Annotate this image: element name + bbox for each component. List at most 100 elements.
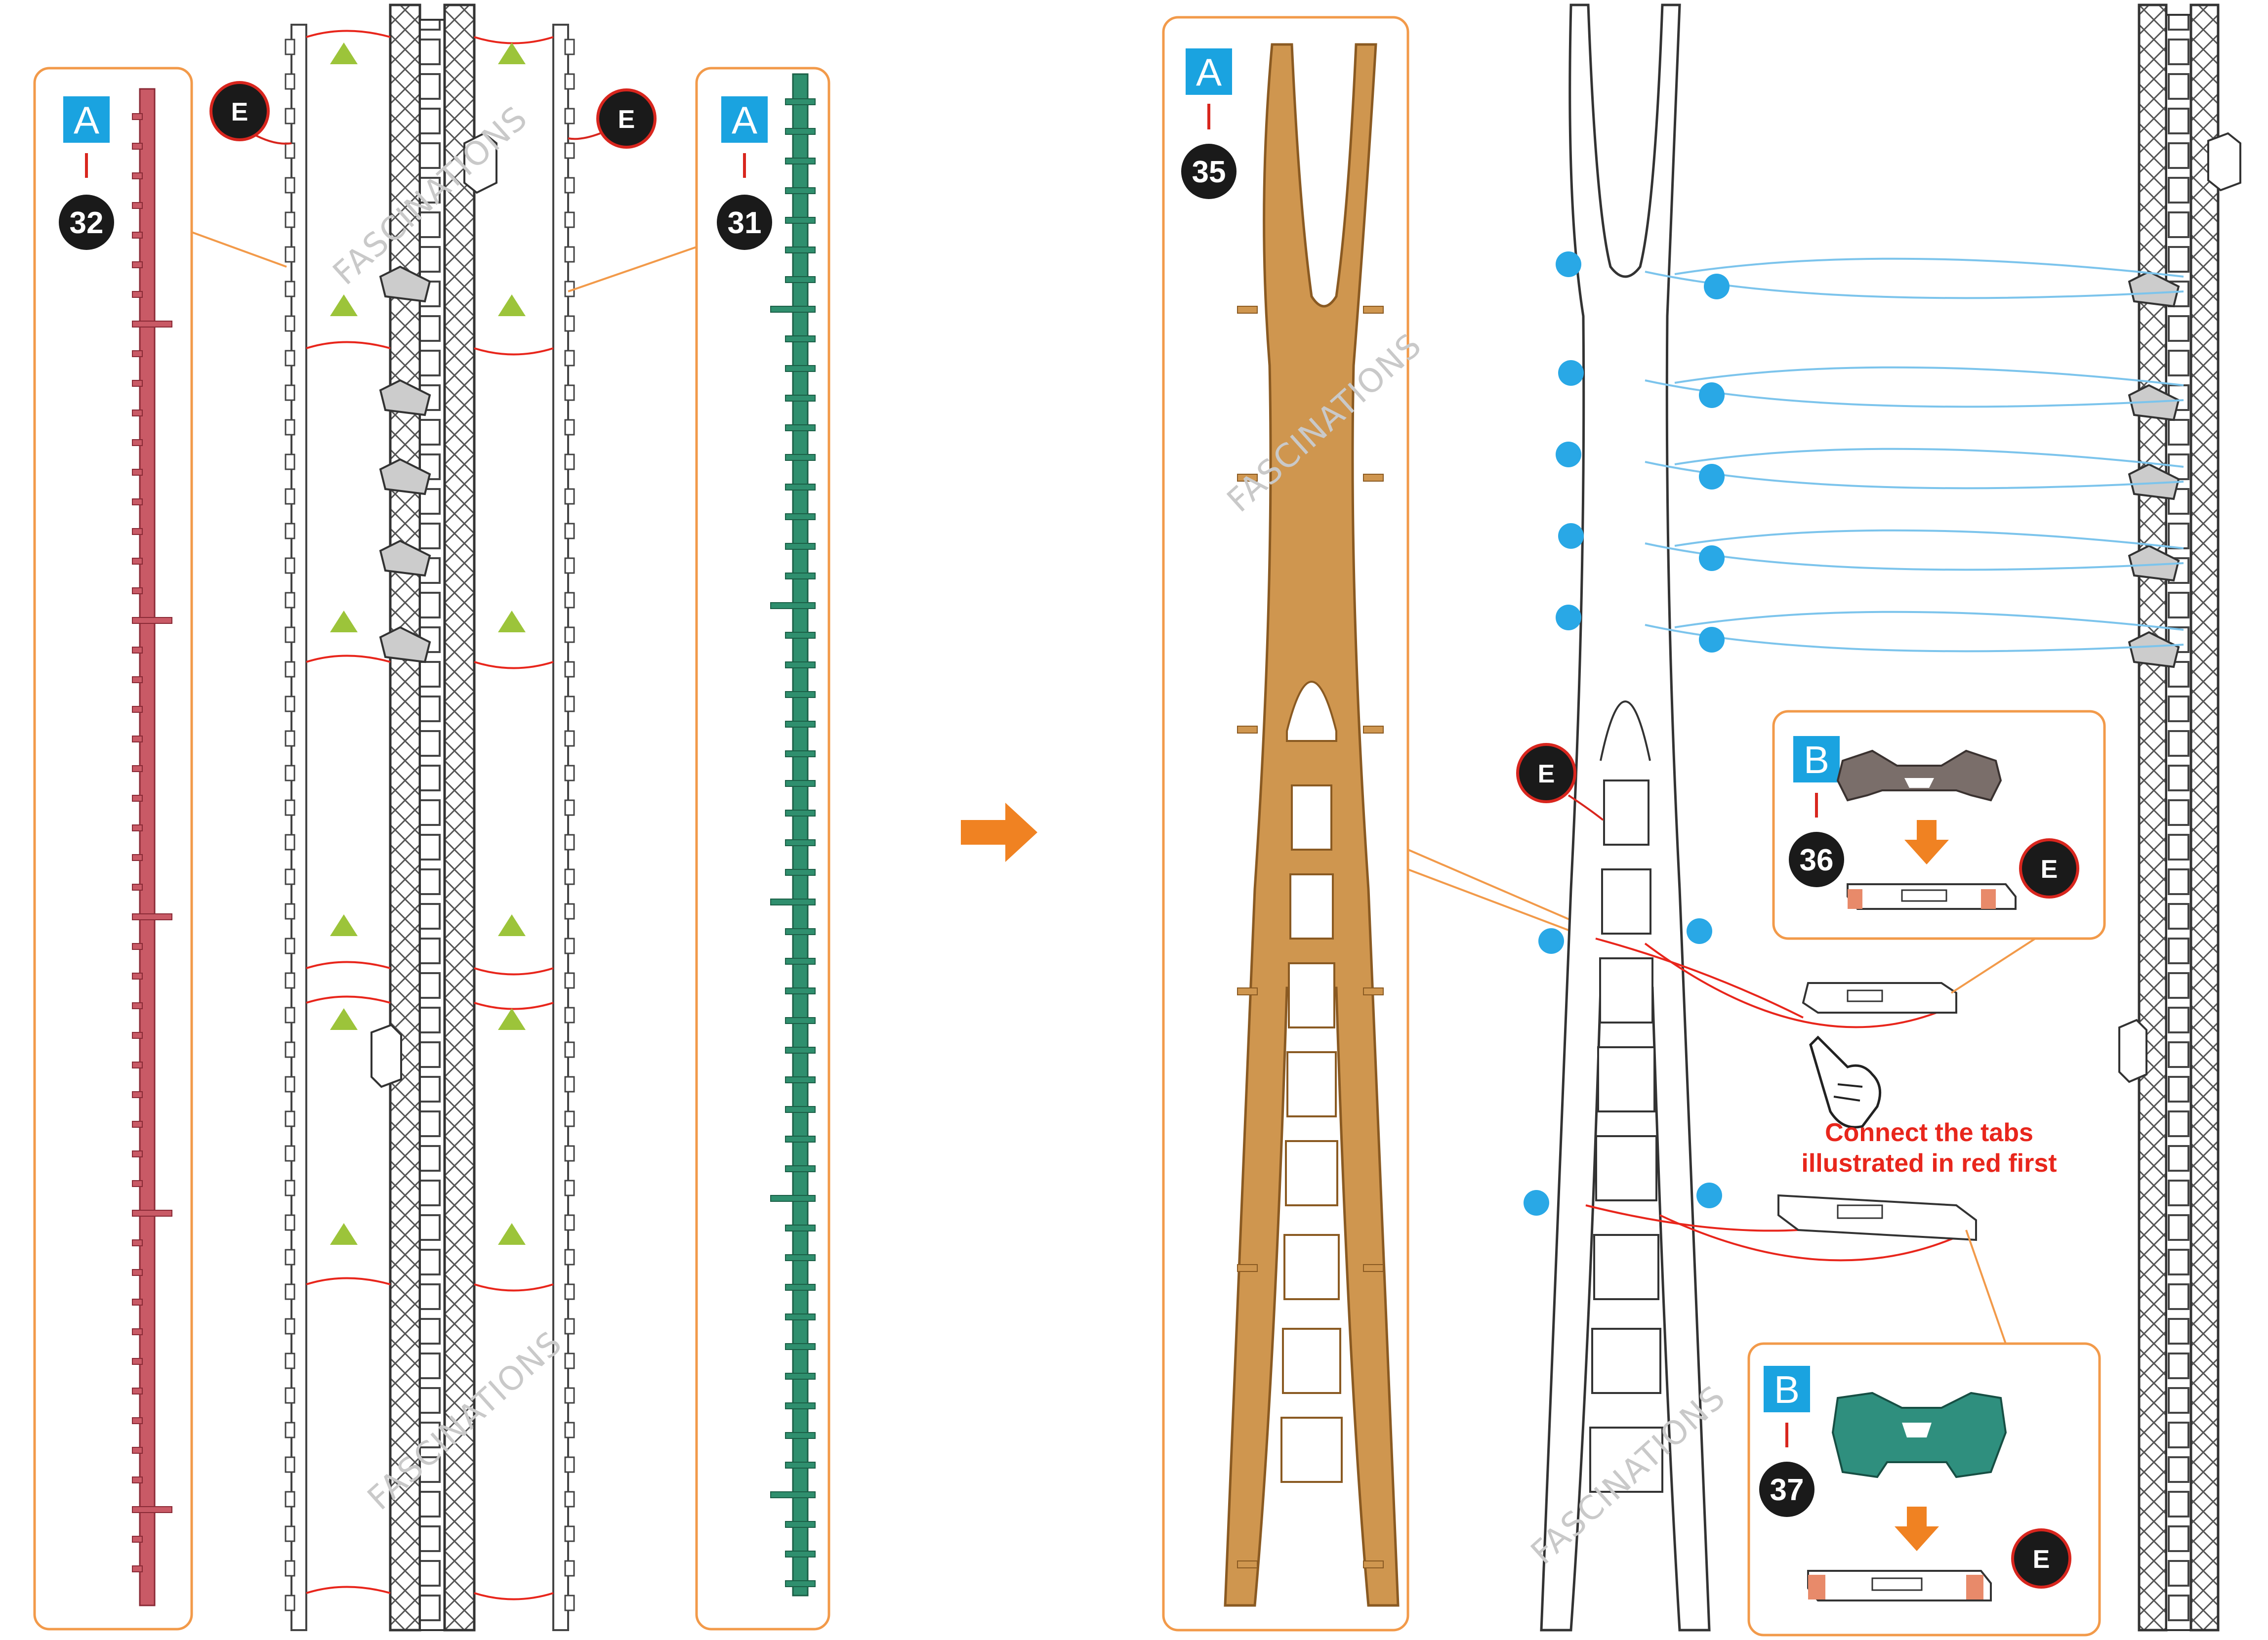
clip-bracket xyxy=(379,626,431,663)
strip-32-tab xyxy=(132,1062,143,1068)
blue-guide-line xyxy=(1645,624,2184,653)
triangle-marker-icon xyxy=(330,42,358,64)
red-connector xyxy=(474,1592,554,1600)
rail-tab xyxy=(564,661,575,678)
alignment-dot xyxy=(1696,1183,1722,1208)
triangle-marker-icon xyxy=(330,294,358,316)
clip-bracket xyxy=(379,379,431,416)
strip-31-tab xyxy=(785,1432,816,1439)
strip-32-tab xyxy=(132,795,143,802)
rail-tab xyxy=(285,1560,295,1577)
strip-31-tab xyxy=(785,1017,816,1024)
blue-guide-line xyxy=(1645,542,2184,571)
rail-tab xyxy=(285,281,295,297)
rail-tab xyxy=(564,972,575,989)
part-37-badge xyxy=(1759,1462,1814,1517)
rail-tab xyxy=(285,315,295,332)
strip-31-tab xyxy=(785,484,816,491)
panel-part-37: B 37 xyxy=(1747,1342,2101,1637)
rail-tab xyxy=(285,626,295,643)
rail-tab xyxy=(285,350,295,367)
triangle-marker-icon xyxy=(330,611,358,632)
panel-part-35: A 35 FASCINATIONS xyxy=(1162,16,1429,1632)
clip-bracket xyxy=(2128,631,2180,668)
leg-35-tab xyxy=(1363,987,1384,995)
rail-tab xyxy=(564,1318,575,1335)
strip-32-tab xyxy=(132,469,143,476)
triangle-marker-icon xyxy=(330,1223,358,1245)
strip-31-tab xyxy=(785,246,816,253)
part-36-badge xyxy=(1789,832,1844,887)
part-36-number: 36 xyxy=(1800,843,1834,877)
strip-31-tab xyxy=(785,573,816,579)
strip-31-tab xyxy=(785,454,816,461)
strip-31-tab xyxy=(770,602,816,609)
rail-tab xyxy=(285,488,295,505)
rail-tab xyxy=(564,834,575,851)
rail-tab xyxy=(564,488,575,505)
rail-tab xyxy=(564,315,575,332)
triangle-marker-icon xyxy=(498,611,526,632)
rail-tab xyxy=(285,1249,295,1266)
rail-tab xyxy=(564,696,575,712)
alignment-dot xyxy=(1699,464,1725,490)
rail-tab xyxy=(564,108,575,124)
pointing-hand-icon xyxy=(1809,1035,1882,1129)
strip-32-tab xyxy=(132,1565,143,1572)
leg-35-window xyxy=(1289,873,1334,940)
rail-tab xyxy=(285,938,295,954)
strip-31-tab xyxy=(785,1225,816,1231)
alignment-dot xyxy=(1699,545,1725,571)
rail-tab xyxy=(285,1007,295,1024)
rail-tab xyxy=(285,1595,295,1611)
strip-32-tab xyxy=(132,261,143,268)
red-connector xyxy=(474,1002,554,1010)
rail-tab xyxy=(564,1491,575,1508)
red-connector xyxy=(1644,943,1937,1028)
crossbar-37-assembly xyxy=(1777,1194,1977,1241)
e-badge-text-left-a: E xyxy=(231,98,248,126)
rail-tab xyxy=(564,1353,575,1369)
alignment-dot xyxy=(1524,1190,1549,1216)
sheet-b-label-36 xyxy=(1793,736,1840,782)
strip-32-tab xyxy=(132,676,143,683)
rail-tab xyxy=(564,765,575,781)
rail-tab xyxy=(285,246,295,263)
rail-tab xyxy=(564,1560,575,1577)
rail-tab xyxy=(285,1214,295,1231)
rail-tab xyxy=(564,177,575,194)
strip-32-tab xyxy=(132,884,143,891)
right-leg-window xyxy=(1601,868,1651,935)
side-bracket-top xyxy=(463,132,497,194)
strip-31-tab xyxy=(785,1284,816,1291)
part-32-strip xyxy=(132,88,172,1606)
side-bracket-bottom xyxy=(371,1024,402,1088)
sheet-b-text-36: B xyxy=(1804,738,1829,781)
strip-31-tab xyxy=(785,335,816,342)
blue-guide-line xyxy=(1674,611,2184,631)
sheet-a-text-35: A xyxy=(1196,50,1222,94)
rail-tab xyxy=(564,799,575,816)
strip-32-tab xyxy=(132,321,172,328)
rail-tab xyxy=(564,592,575,609)
right-leg-window xyxy=(1599,957,1653,1024)
alignment-dot xyxy=(1556,251,1581,277)
e-badge-right-tower: E xyxy=(1516,743,1604,821)
leg-35-tab xyxy=(1237,726,1258,734)
strip-32-tab xyxy=(132,736,143,742)
right-leg-window xyxy=(1593,1234,1659,1300)
strip-32-tab xyxy=(132,202,143,209)
alignment-dot xyxy=(1558,360,1584,386)
rail-tab xyxy=(285,39,295,55)
triangle-marker-icon xyxy=(498,1223,526,1245)
rail-tab xyxy=(564,903,575,920)
strip-31-tab xyxy=(785,632,816,639)
e-badge-part-37: E xyxy=(2011,1528,2071,1589)
leg-35-tab xyxy=(1237,987,1258,995)
alignment-dot xyxy=(1558,523,1584,549)
rail-tab xyxy=(285,523,295,539)
rail-tab xyxy=(285,1387,295,1404)
strip-31-tab xyxy=(785,424,816,431)
rail-tab xyxy=(285,1318,295,1335)
strip-32-tab xyxy=(132,943,143,950)
